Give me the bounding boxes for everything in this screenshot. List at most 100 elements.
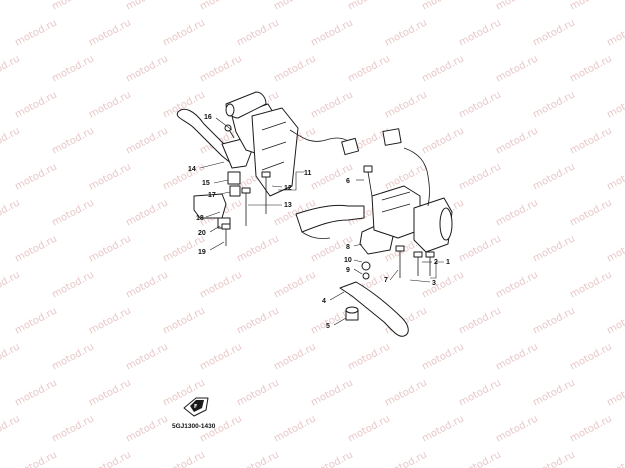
watermark-text: motod.ru	[568, 341, 614, 372]
watermark-text: motod.ru	[457, 233, 503, 264]
watermark-text: motod.ru	[531, 89, 577, 120]
callout-4: 4	[322, 298, 326, 305]
watermark-text: motod.ru	[235, 377, 281, 408]
watermark-text: motod.ru	[272, 269, 318, 300]
watermark-text: motod.ru	[198, 341, 244, 372]
watermark-text: motod.ru	[420, 341, 466, 372]
watermark-text: motod.ru	[605, 305, 625, 336]
watermark-text: motod.ru	[383, 449, 429, 468]
bolt-12	[261, 171, 271, 214]
right-switch-assembly	[339, 128, 453, 337]
handlebar-tube	[295, 204, 365, 233]
watermark-text: motod.ru	[13, 305, 59, 336]
callout-13: 13	[284, 202, 292, 209]
callout-9: 9	[346, 267, 350, 274]
watermark-text: motod.ru	[13, 377, 59, 408]
watermark-text: motod.ru	[457, 377, 503, 408]
watermark-text: motod.ru	[457, 449, 503, 468]
watermark-text: motod.ru	[272, 341, 318, 372]
watermark-text: motod.ru	[605, 449, 625, 468]
watermark-text: motod.ru	[383, 17, 429, 48]
collar-5	[345, 306, 359, 321]
watermark-text: motod.ru	[50, 197, 96, 228]
watermark-text: motod.ru	[198, 0, 244, 13]
watermark-text: motod.ru	[494, 53, 540, 84]
watermark-text: motod.ru	[198, 53, 244, 84]
watermark-text: motod.ru	[531, 449, 577, 468]
watermark-text: motod.ru	[383, 89, 429, 120]
watermark-text: motod.ru	[457, 17, 503, 48]
watermark-text: motod.ru	[531, 305, 577, 336]
watermark-text: motod.ru	[124, 269, 170, 300]
watermark-text: motod.ru	[568, 269, 614, 300]
watermark-text: motod.ru	[568, 197, 614, 228]
switch-housing-left	[371, 185, 421, 239]
watermark-text: motod.ru	[309, 449, 355, 468]
watermark-text: motod.ru	[605, 233, 625, 264]
watermark-text: motod.ru	[13, 449, 59, 468]
handlebar	[295, 204, 365, 239]
grip-end	[225, 103, 235, 117]
watermark-text: motod.ru	[161, 449, 207, 468]
leader-lines	[199, 117, 444, 326]
watermark-text: motod.ru	[420, 269, 466, 300]
screw-16	[224, 124, 235, 139]
callout-7: 7	[384, 277, 388, 284]
watermark-text: motod.ru	[87, 449, 133, 468]
watermark-text: motod.ru	[0, 413, 22, 444]
watermark-text: motod.ru	[531, 233, 577, 264]
watermark-text: motod.ru	[124, 53, 170, 84]
watermark-text: motod.ru	[568, 53, 614, 84]
switch-end-cap	[439, 207, 453, 241]
throttle-cable	[289, 129, 353, 145]
watermark-text: motod.ru	[124, 341, 170, 372]
watermark-text: motod.ru	[13, 89, 59, 120]
watermark-text: motod.ru	[346, 341, 392, 372]
watermark-text: motod.ru	[161, 305, 207, 336]
figure-code: 5GJ1300-1430	[172, 423, 216, 430]
watermark-text: motod.ru	[124, 197, 170, 228]
watermark-text: motod.ru	[50, 413, 96, 444]
callout-12: 12	[284, 185, 292, 192]
wire-harness	[403, 147, 430, 207]
watermark-text: motod.ru	[50, 269, 96, 300]
watermark-text: motod.ru	[346, 413, 392, 444]
watermark-text: motod.ru	[161, 17, 207, 48]
watermark-text: motod.ru	[50, 0, 96, 13]
callout-3: 3	[432, 280, 436, 287]
watermark-text: motod.ru	[494, 341, 540, 372]
watermark-text: motod.ru	[605, 89, 625, 120]
watermark-text: motod.ru	[494, 125, 540, 156]
watermark-text: motod.ru	[346, 0, 392, 13]
watermark-text: motod.ru	[457, 161, 503, 192]
left-lever-assembly	[176, 91, 360, 246]
watermark-text: motod.ru	[420, 125, 466, 156]
direction-arrow-icon: F	[183, 397, 209, 417]
watermark-text: motod.ru	[272, 0, 318, 13]
watermark-text: motod.ru	[420, 0, 466, 13]
bolt-19	[221, 223, 231, 246]
watermark-text: motod.ru	[309, 377, 355, 408]
watermark-text: motod.ru	[383, 377, 429, 408]
watermark-text: motod.ru	[235, 17, 281, 48]
callout-8: 8	[346, 244, 350, 251]
part-17	[229, 185, 241, 197]
watermark-text: motod.ru	[457, 89, 503, 120]
watermark-text: motod.ru	[50, 125, 96, 156]
watermark-text: motod.ru	[420, 413, 466, 444]
watermark-text: motod.ru	[50, 341, 96, 372]
washer-9	[362, 272, 370, 280]
watermark-text: motod.ru	[309, 17, 355, 48]
watermark-text: motod.ru	[494, 413, 540, 444]
watermark-text: motod.ru	[87, 17, 133, 48]
watermark-text: motod.ru	[420, 53, 466, 84]
watermark-text: motod.ru	[0, 125, 22, 156]
watermark-text: motod.ru	[13, 17, 59, 48]
callout-2: 2	[434, 259, 438, 266]
watermark-text: motod.ru	[309, 89, 355, 120]
watermark-text: motod.ru	[0, 0, 22, 13]
watermark-text: motod.ru	[124, 0, 170, 13]
clutch-lever	[339, 281, 409, 337]
